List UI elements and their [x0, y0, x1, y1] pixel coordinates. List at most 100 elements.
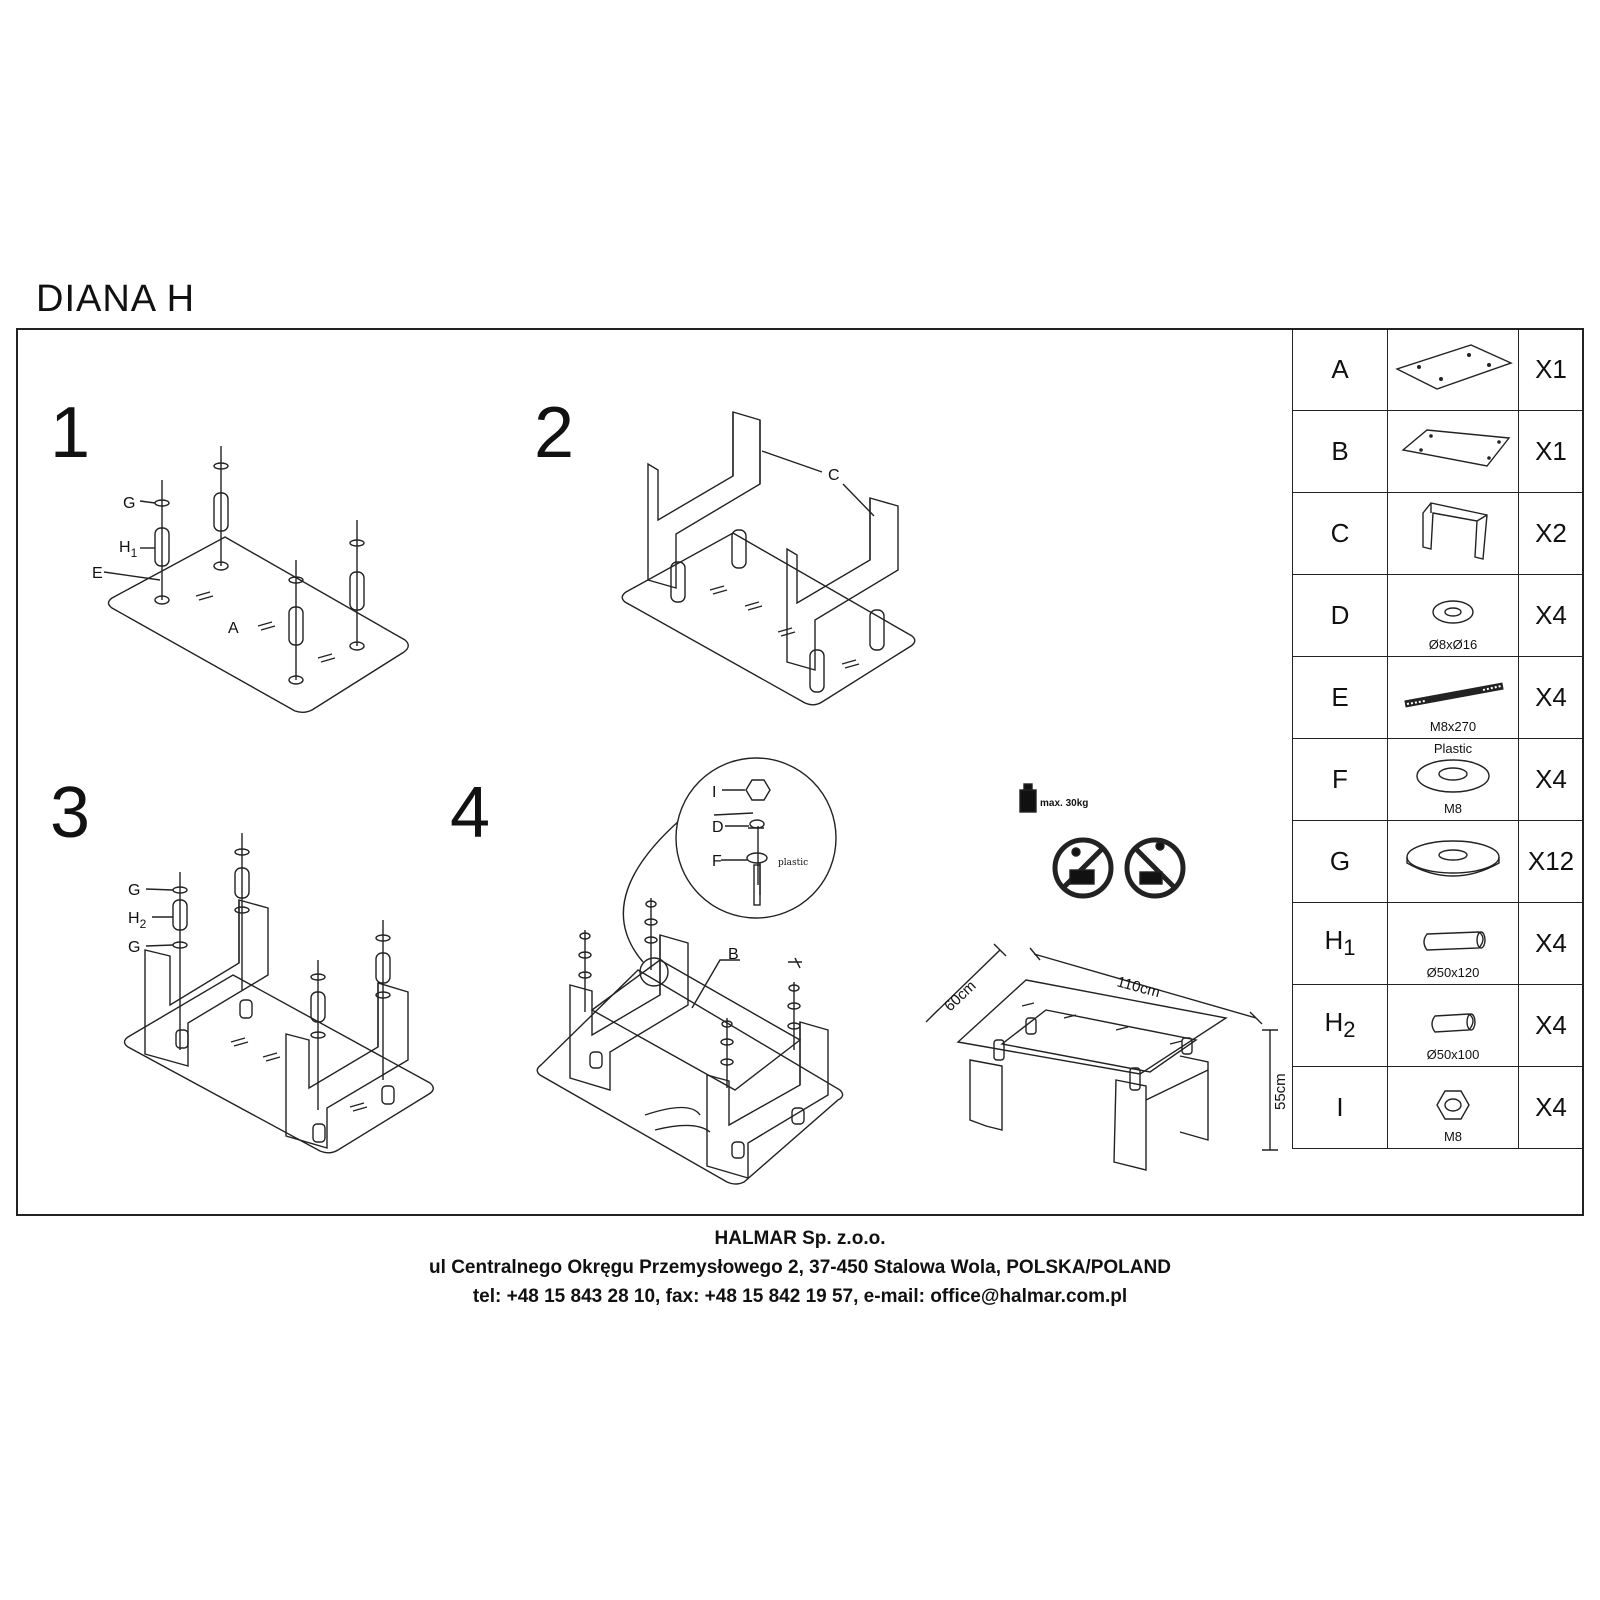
- part-letter-text: H: [1324, 1007, 1344, 1038]
- step-number-3: 3: [50, 773, 91, 853]
- part-quantity: X4: [1518, 574, 1584, 657]
- part-spec: M8: [1443, 1129, 1463, 1144]
- part-letter-text: G: [1329, 846, 1351, 876]
- part-picture: M8x270: [1387, 656, 1519, 739]
- part-letter-text: A: [1331, 354, 1349, 384]
- parts-row: G X12: [1292, 820, 1584, 903]
- plastic-washer-icon: [1403, 759, 1503, 804]
- part-letter: C: [1292, 492, 1388, 575]
- part-spec: Ø8xØ16: [1428, 637, 1478, 652]
- callout-g: G: [123, 495, 135, 512]
- part-letter-text: C: [1330, 518, 1350, 548]
- part-quantity: X4: [1518, 902, 1584, 985]
- part-letter-text: I: [1336, 1092, 1344, 1122]
- parts-row: D Ø8xØ16 X4: [1292, 574, 1584, 657]
- no-sitting-icon: [1124, 837, 1186, 899]
- part-letter: H1: [1292, 902, 1388, 985]
- part-picture: M8: [1387, 1066, 1519, 1149]
- part-letter-subscript: 1: [1343, 935, 1356, 961]
- part-picture: Ø8xØ16: [1387, 574, 1519, 657]
- large-washer-icon: [1398, 840, 1508, 891]
- step2-diagram: [621, 411, 916, 706]
- company-name: HALMAR Sp. z.o.o.: [714, 1228, 886, 1249]
- dimension-depth: 60cm: [941, 977, 979, 1014]
- part-quantity: X1: [1518, 328, 1584, 411]
- callout-g-upper: G: [128, 882, 140, 899]
- callout-h2: H2: [128, 910, 147, 931]
- part-quantity: X4: [1518, 656, 1584, 739]
- part-letter-text: B: [1331, 436, 1349, 466]
- part-quantity: X4: [1518, 984, 1584, 1067]
- finished-table-diagram: [925, 943, 1278, 1171]
- part-picture: [1387, 492, 1519, 575]
- company-contact: tel: +48 15 843 28 10, fax: +48 15 842 1…: [472, 1286, 1128, 1307]
- part-material: Plastic: [1433, 741, 1473, 756]
- callout-b: B: [728, 946, 739, 963]
- part-spec: M8x270: [1429, 719, 1477, 734]
- parts-row: A X1: [1292, 328, 1584, 411]
- callout-e: E: [92, 565, 103, 582]
- threaded-rod-icon: [1391, 682, 1515, 716]
- parts-row: E M8x270 X4: [1292, 656, 1584, 739]
- step-number-4: 4: [450, 773, 491, 853]
- step3-diagram: [123, 833, 434, 1154]
- callout-i: I: [712, 784, 716, 801]
- hex-nut-icon: [1423, 1090, 1483, 1129]
- callout-g-lower: G: [128, 939, 140, 956]
- part-picture: Ø50x100: [1387, 984, 1519, 1067]
- long-tube-icon: [1391, 931, 1515, 960]
- part-letter-text: E: [1331, 682, 1349, 712]
- weight-icon: [1019, 783, 1037, 813]
- part-quantity: X12: [1518, 820, 1584, 903]
- part-picture: [1387, 410, 1519, 493]
- callout-h1: H1: [119, 539, 138, 560]
- part-letter-text: D: [1330, 600, 1350, 630]
- company-address: ul Centralnego Okręgu Przemysłowego 2, 3…: [429, 1257, 1171, 1278]
- callout-d: D: [712, 819, 724, 836]
- u-frame-icon: [1391, 502, 1515, 567]
- part-letter: B: [1292, 410, 1388, 493]
- part-letter-text: F: [1332, 764, 1348, 794]
- load-limit-label: max. 30kg: [1040, 798, 1088, 809]
- no-standing-icon: [1052, 837, 1114, 899]
- glass-top-icon: [1391, 344, 1515, 397]
- part-quantity: X4: [1518, 738, 1584, 821]
- callout-h2-letter: H: [128, 910, 140, 927]
- callout-h1-letter: H: [119, 539, 131, 556]
- step1-diagram: [103, 446, 409, 713]
- part-picture: [1387, 328, 1519, 411]
- part-letter: F: [1292, 738, 1388, 821]
- part-letter: I: [1292, 1066, 1388, 1149]
- footer: HALMAR Sp. z.o.o. ul Centralnego Okręgu …: [0, 1224, 1600, 1311]
- part-letter: H2: [1292, 984, 1388, 1067]
- part-spec: M8: [1443, 801, 1463, 816]
- callout-plastic: plastic: [778, 858, 808, 868]
- callout-h1-sub: 1: [131, 546, 138, 560]
- part-letter-subscript: 2: [1343, 1017, 1356, 1043]
- part-letter: G: [1292, 820, 1388, 903]
- short-tube-icon: [1391, 1013, 1515, 1042]
- callout-h2-sub: 2: [140, 917, 147, 931]
- part-spec: Ø50x100: [1426, 1047, 1480, 1062]
- part-letter-text: H: [1324, 925, 1344, 956]
- parts-row: C X2: [1292, 492, 1584, 575]
- part-letter: D: [1292, 574, 1388, 657]
- parts-row: I M8 X4: [1292, 1066, 1584, 1149]
- washer-icon: [1423, 600, 1483, 634]
- callout-a: A: [228, 620, 239, 637]
- part-letter: A: [1292, 328, 1388, 411]
- part-picture: [1387, 820, 1519, 903]
- step-number-2: 2: [534, 393, 575, 473]
- part-quantity: X2: [1518, 492, 1584, 575]
- step-number-1: 1: [50, 393, 91, 473]
- step4-diagram: [536, 757, 844, 1185]
- document-title: DIANA H: [36, 278, 196, 320]
- part-spec: Ø50x120: [1426, 965, 1480, 980]
- part-quantity: X4: [1518, 1066, 1584, 1149]
